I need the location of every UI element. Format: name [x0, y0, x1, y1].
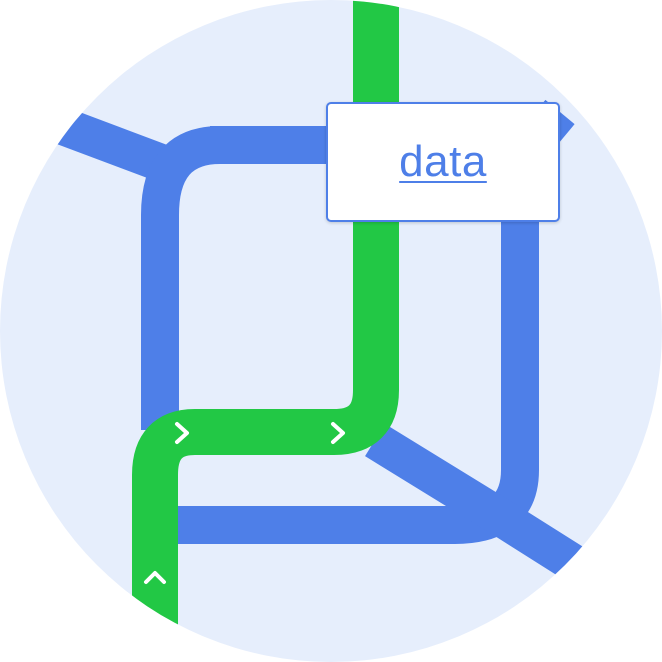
chevron-right-icon — [331, 422, 345, 444]
data-label-box[interactable]: data — [326, 102, 560, 222]
chevron-right-icon — [175, 422, 189, 444]
blue-route-diagonal — [365, 423, 611, 597]
blue-route — [53, 99, 611, 597]
data-link[interactable]: data — [399, 137, 487, 186]
chevron-up-icon — [144, 571, 166, 584]
green-route-path — [132, 0, 399, 662]
blue-route-left-arc — [141, 126, 340, 430]
green-route — [132, 0, 399, 662]
